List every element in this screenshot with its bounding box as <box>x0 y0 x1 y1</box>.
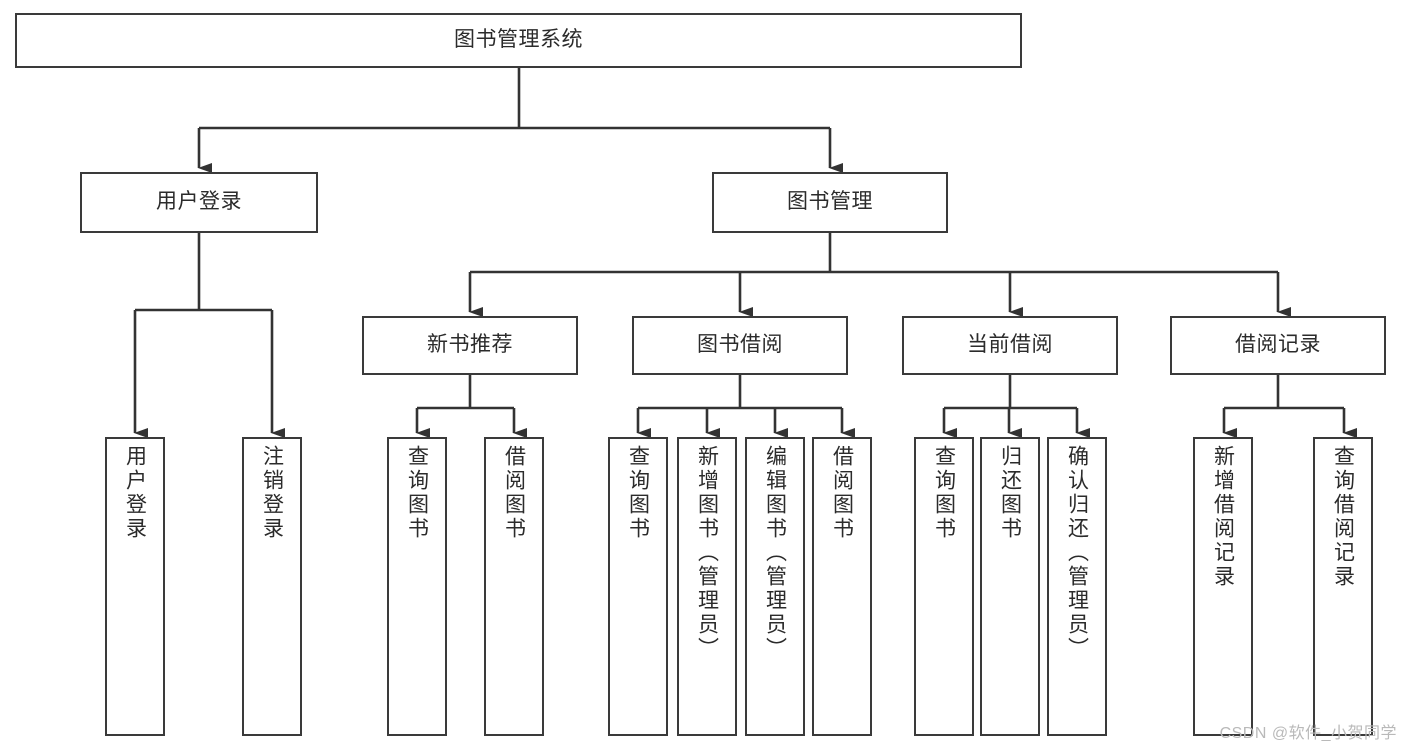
leaf-confirm-return-label: 确认归还（管理员） <box>1065 445 1089 661</box>
leaf-add-book[interactable]: 新增图书（管理员） <box>677 437 737 736</box>
leaf-borrow-book-recommend[interactable]: 借阅图书 <box>484 437 544 736</box>
node-book-management-label: 图书管理 <box>787 190 873 214</box>
leaf-return-book[interactable]: 归还图书 <box>980 437 1040 736</box>
leaf-user-logout[interactable]: 注销登录 <box>242 437 302 736</box>
leaf-user-login[interactable]: 用户登录 <box>105 437 165 736</box>
node-user-login[interactable]: 用户登录 <box>80 172 318 233</box>
leaf-return-book-label: 归还图书 <box>998 445 1022 541</box>
leaf-query-book-current-label: 查询图书 <box>932 445 956 541</box>
leaf-add-borrow-record-label: 新增借阅记录 <box>1211 445 1235 589</box>
node-book-borrow-label: 图书借阅 <box>697 333 783 357</box>
csdn-watermark: CSDN @软件_小贺同学 <box>1219 725 1397 742</box>
leaf-query-book-current[interactable]: 查询图书 <box>914 437 974 736</box>
node-user-login-label: 用户登录 <box>156 190 242 214</box>
node-new-book-recommend[interactable]: 新书推荐 <box>362 316 578 375</box>
leaf-borrow-book-label: 借阅图书 <box>830 445 854 541</box>
node-book-management[interactable]: 图书管理 <box>712 172 948 233</box>
node-root-system[interactable]: 图书管理系统 <box>15 13 1022 68</box>
leaf-edit-book[interactable]: 编辑图书（管理员） <box>745 437 805 736</box>
node-current-borrow-label: 当前借阅 <box>967 333 1053 357</box>
leaf-query-book-borrow[interactable]: 查询图书 <box>608 437 668 736</box>
leaf-query-borrow-record[interactable]: 查询借阅记录 <box>1313 437 1373 736</box>
leaf-borrow-book-recommend-label: 借阅图书 <box>502 445 526 541</box>
leaf-add-borrow-record[interactable]: 新增借阅记录 <box>1193 437 1253 736</box>
leaf-borrow-book[interactable]: 借阅图书 <box>812 437 872 736</box>
leaf-user-login-label: 用户登录 <box>123 445 147 541</box>
node-current-borrow[interactable]: 当前借阅 <box>902 316 1118 375</box>
leaf-query-book-recommend[interactable]: 查询图书 <box>387 437 447 736</box>
node-root-system-label: 图书管理系统 <box>454 28 583 52</box>
leaf-query-borrow-record-label: 查询借阅记录 <box>1331 445 1355 589</box>
node-new-book-recommend-label: 新书推荐 <box>427 333 513 357</box>
node-borrow-record-label: 借阅记录 <box>1235 333 1321 357</box>
node-borrow-record[interactable]: 借阅记录 <box>1170 316 1386 375</box>
node-book-borrow[interactable]: 图书借阅 <box>632 316 848 375</box>
leaf-query-book-borrow-label: 查询图书 <box>626 445 650 541</box>
leaf-user-logout-label: 注销登录 <box>260 445 284 541</box>
leaf-query-book-recommend-label: 查询图书 <box>405 445 429 541</box>
leaf-add-book-label: 新增图书（管理员） <box>695 445 719 661</box>
leaf-edit-book-label: 编辑图书（管理员） <box>763 445 787 661</box>
leaf-confirm-return[interactable]: 确认归还（管理员） <box>1047 437 1107 736</box>
